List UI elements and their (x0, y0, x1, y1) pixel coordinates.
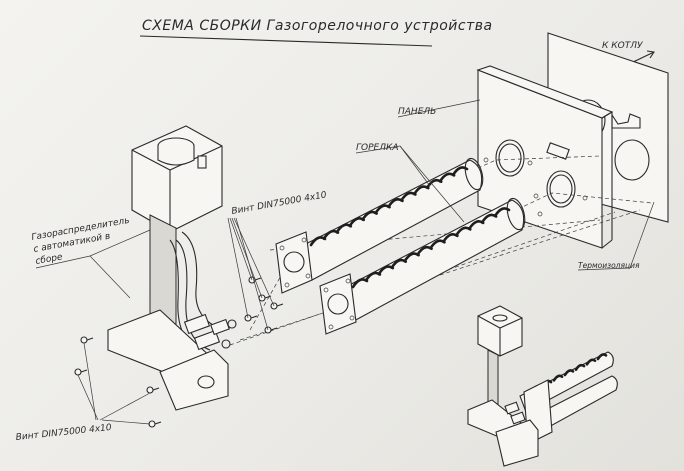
insulation-hole-2 (614, 139, 650, 181)
valve-button (197, 155, 207, 169)
label-panel: ПАНЕЛЬ (398, 107, 436, 117)
bracket-plate (159, 349, 229, 411)
burner-tube-2 (319, 197, 526, 335)
screw-leader-lines-lower (77, 342, 151, 425)
arrow-up-right-icon (630, 50, 655, 64)
panel-bolt-holes (483, 157, 588, 217)
burner-slot (596, 353, 608, 361)
burner-slot (552, 374, 564, 382)
burner-2-flange (319, 273, 357, 335)
label-screw-upper: Винт DIN75000 4х10 (231, 190, 328, 217)
fittings (183, 313, 237, 351)
label-distributor: Газораспределитель с автоматикой в сборе (31, 216, 151, 299)
panel-hole-1 (495, 139, 525, 177)
burner-slot (563, 369, 575, 377)
burner-slot (493, 207, 511, 218)
panel-window (546, 142, 570, 160)
gas-valve-assembly (107, 125, 237, 411)
valve-body (131, 125, 223, 233)
diagram-title: СХЕМА СБОРКИ Газогорелочного устройства (142, 18, 493, 34)
label-screw-lower: Винт DIN75000 4х10 (15, 423, 112, 443)
burner-1-flange (275, 231, 313, 294)
label-insulation: Термоизоляция (578, 261, 640, 270)
insulation-cutout (611, 113, 641, 129)
label-to-boiler: К КОТЛУ (602, 41, 643, 51)
assembled-view (467, 305, 618, 467)
burner-slot (585, 358, 597, 366)
title-underline (139, 35, 433, 47)
label-burner: ГОРЕЛКА (356, 143, 399, 153)
burner-slot (574, 363, 586, 371)
burner-slot (451, 166, 469, 177)
screw-leader-lines-upper (227, 217, 275, 331)
burner-tube-1 (275, 157, 484, 294)
panel-hole-2 (546, 170, 576, 208)
